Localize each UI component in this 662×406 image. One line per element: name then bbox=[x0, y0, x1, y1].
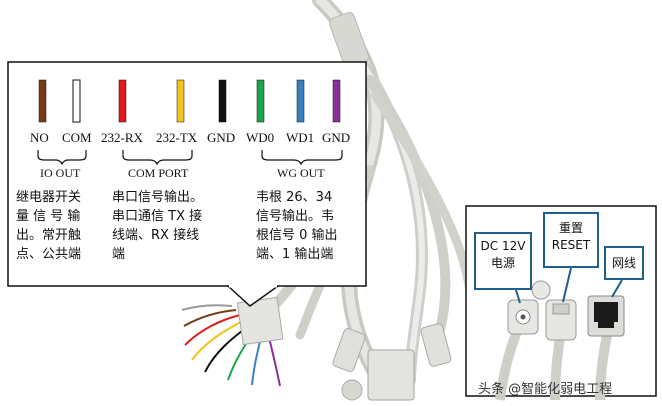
callout-line: RESET bbox=[551, 238, 591, 252]
wire-color-bar bbox=[218, 79, 227, 123]
reset-pointer bbox=[562, 267, 572, 303]
callout-line: 电源 bbox=[490, 256, 515, 270]
wg-brace bbox=[261, 150, 343, 166]
description-line: 点、公共端 bbox=[16, 247, 82, 262]
wire-color-bar bbox=[256, 79, 265, 123]
description-line: 韦根 26、34 bbox=[256, 190, 333, 205]
ferrite-bead bbox=[328, 12, 370, 68]
wire-label-no: NO bbox=[30, 130, 49, 145]
wire-label-232-rx: 232-RX bbox=[101, 130, 143, 145]
wire-label-wd0: WD0 bbox=[246, 130, 275, 145]
com-brace bbox=[122, 150, 193, 166]
description-com: 串口信号输出。 串口通信 TX 接 线端、RX 接线 端 bbox=[112, 188, 203, 264]
terminal-block bbox=[236, 296, 284, 346]
callout-line: 网线 bbox=[611, 256, 636, 270]
callout-line: 重置 bbox=[558, 221, 583, 235]
wire-color-bar bbox=[72, 79, 81, 123]
wire-color-bar bbox=[118, 79, 127, 123]
description-line: 串口通信 TX 接 bbox=[112, 209, 203, 224]
wire-label-wd1: WD1 bbox=[286, 130, 315, 145]
callout-dc-power: DC 12V 电源 bbox=[474, 232, 532, 290]
left-plug bbox=[332, 328, 366, 372]
inset-reset-cap bbox=[531, 280, 551, 300]
description-line: 量 信 号 输 bbox=[16, 209, 81, 224]
panel-pointer bbox=[227, 285, 279, 307]
description-io: 继电器开关 量 信 号 输 出。常开触 点、公共端 bbox=[16, 188, 81, 264]
wire-label-gnd-2: GND bbox=[322, 130, 351, 145]
wire-label-gnd-1: GND bbox=[207, 130, 236, 145]
description-line: 信号输出。韦 bbox=[256, 209, 335, 224]
watermark: 头条 @智能化弱电工程 bbox=[478, 382, 613, 397]
right-plug bbox=[420, 323, 452, 367]
callout-reset: 重置 RESET bbox=[543, 212, 599, 268]
description-line: 端 bbox=[112, 247, 126, 262]
callout-line: DC 12V bbox=[480, 239, 526, 253]
dc-pointer bbox=[515, 289, 521, 304]
wire-color-bar bbox=[332, 79, 341, 123]
group-label-io-out: IO OUT bbox=[40, 166, 81, 180]
description-line: 出。常开触 bbox=[16, 228, 82, 243]
wire-color-bar bbox=[38, 79, 47, 123]
wire-label-232-tx: 232-TX bbox=[156, 130, 198, 145]
dc-connector bbox=[367, 349, 415, 401]
description-line: 串口信号输出。 bbox=[112, 190, 204, 205]
callout-network: 网线 bbox=[604, 246, 644, 280]
info-panel bbox=[7, 61, 367, 287]
description-wg: 韦根 26、34 信号输出。韦 根信号 0 输出 端、1 输出端 bbox=[256, 188, 338, 264]
wire-color-bar bbox=[296, 79, 305, 123]
description-line: 线端、RX 接线 bbox=[112, 228, 200, 243]
wire-label-com: COM bbox=[62, 130, 92, 145]
network-pointer bbox=[611, 279, 623, 298]
wire-color-bar bbox=[176, 79, 185, 123]
description-line: 继电器开关 bbox=[16, 190, 82, 205]
io-brace bbox=[37, 150, 87, 166]
group-label-wg-out: WG OUT bbox=[277, 166, 325, 180]
group-label-com-port: COM PORT bbox=[128, 166, 189, 180]
description-line: 端、1 输出端 bbox=[256, 247, 334, 262]
cap bbox=[341, 379, 363, 401]
description-line: 根信号 0 输出 bbox=[256, 228, 338, 243]
